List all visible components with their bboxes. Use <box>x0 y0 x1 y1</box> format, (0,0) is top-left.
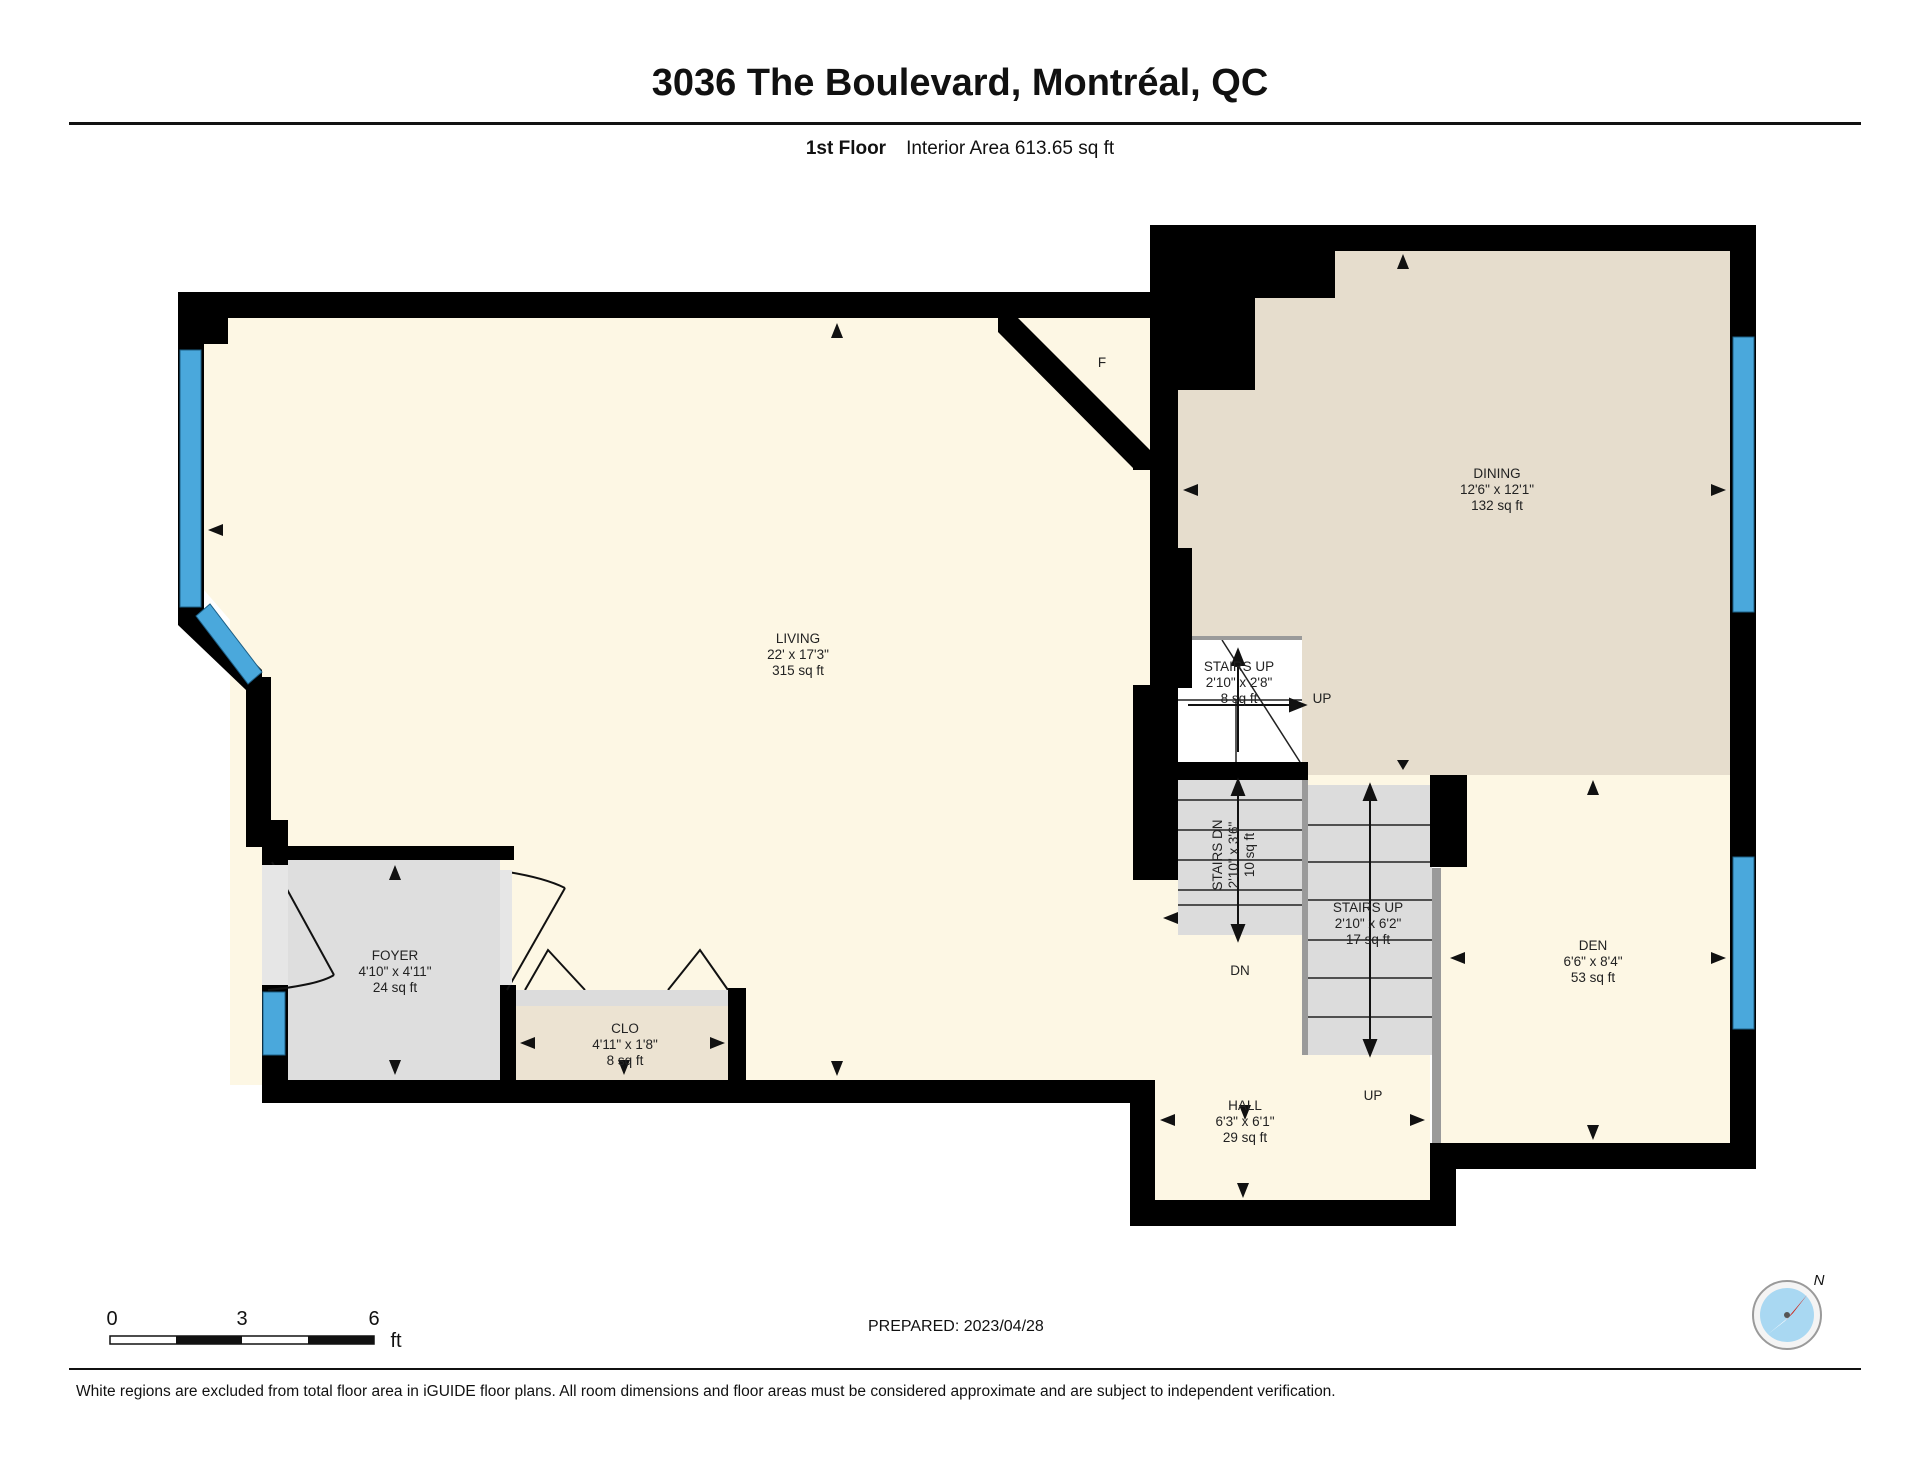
scale-tick-3: 3 <box>236 1308 247 1330</box>
dimension-arrows <box>208 254 1726 1198</box>
den-dims: 6'6" x 8'4" <box>1563 954 1622 969</box>
prepared-date: PREPARED: 2023/04/28 <box>868 1318 1044 1335</box>
den-area-text: 53 sq ft <box>1571 970 1616 985</box>
stairs-up-top-name: STAIRS UP <box>1204 659 1274 674</box>
scale-tick-6: 6 <box>368 1308 379 1330</box>
hall-area-text: 29 sq ft <box>1223 1130 1268 1145</box>
stairs-dn-name: STAIRS DN <box>1210 819 1225 890</box>
clo-door-left <box>524 948 586 991</box>
dining-name: DINING <box>1473 466 1520 481</box>
interior-area: Interior Area 613.65 sq ft <box>906 138 1115 159</box>
window-dining-east <box>1732 336 1755 613</box>
footer-divider <box>69 1368 1861 1370</box>
stairs-dn-area <box>1178 780 1302 935</box>
compass-icon: N <box>1752 1272 1825 1350</box>
foyer-door-jamb <box>500 870 512 985</box>
stairs-up-main-area-text: 17 sq ft <box>1346 932 1391 947</box>
compass-north-label: N <box>1814 1272 1825 1289</box>
windows <box>179 336 1755 1056</box>
stairs-up-main-direction: UP <box>1364 1088 1383 1103</box>
scale-tick-0: 0 <box>106 1308 117 1330</box>
door-entry-swing <box>267 974 335 991</box>
foyer-area-text: 24 sq ft <box>373 980 418 995</box>
dining-area <box>1175 250 1730 775</box>
foyer-name: FOYER <box>372 948 419 963</box>
dining-dims: 12'6" x 12'1" <box>1460 482 1534 497</box>
floor-label: 1st Floor <box>805 138 887 159</box>
stairs-up-main-name: STAIRS UP <box>1333 900 1403 915</box>
living-name: LIVING <box>776 631 820 646</box>
clo-threshold <box>516 990 728 1006</box>
stairs-dn-dims: 2'10" x 3'6" <box>1226 822 1241 889</box>
clo-dims: 4'11" x 1'8" <box>592 1037 658 1052</box>
stairs-dn-label: STAIRS DN 2'10" x 3'6" 10 sq ft <box>1210 819 1257 890</box>
clo-name: CLO <box>611 1021 639 1036</box>
door-foyer-leaf <box>506 887 566 991</box>
stair-rail-2 <box>1432 868 1441 1143</box>
window-living-bay <box>195 603 263 685</box>
entry-door-jamb <box>262 865 288 985</box>
door-foyer-swing <box>507 871 566 889</box>
header-divider <box>69 122 1861 125</box>
disclaimer-text: White regions are excluded from total fl… <box>76 1383 1336 1400</box>
plan-title: 3036 The Boulevard, Montréal, QC <box>651 62 1269 104</box>
stairs-dn-area-text: 10 sq ft <box>1242 833 1257 878</box>
clo-area-text: 8 sq ft <box>607 1053 644 1068</box>
stair-rail-3 <box>1178 636 1302 640</box>
floor-subtitle: 1st Floor Interior Area 613.65 sq ft <box>0 138 1920 160</box>
stair-rail <box>1302 780 1308 1055</box>
scale-bar: 0 3 6 ft <box>106 1308 402 1352</box>
floor-fills <box>204 250 1730 1200</box>
stairs-up-top-direction: UP <box>1313 691 1332 706</box>
scale-unit: ft <box>390 1330 402 1352</box>
window-foyer <box>262 991 286 1056</box>
stairs-up-top-area-text: 8 sq ft <box>1221 691 1258 706</box>
foyer-area <box>285 858 500 1080</box>
window-den-east <box>1732 856 1755 1030</box>
den-area <box>1440 775 1730 1143</box>
walls <box>178 225 1756 1226</box>
hall-name: HALL <box>1228 1098 1262 1113</box>
stair-treads <box>1178 639 1432 1018</box>
room-labels: LIVING 22' x 17'3" 315 sq ft DINING 12'6… <box>358 355 1622 1145</box>
clo-door-right <box>667 948 729 991</box>
window-living-west <box>179 349 202 608</box>
living-dims: 22' x 17'3" <box>767 647 829 662</box>
fireplace-label: F <box>1098 355 1106 370</box>
den-name: DEN <box>1579 938 1608 953</box>
stairs-up-main-dims: 2'10" x 6'2" <box>1335 916 1402 931</box>
stair-arrows <box>1188 647 1378 1058</box>
dining-area-text: 132 sq ft <box>1471 498 1523 513</box>
stairs-up-top-dims: 2'10" x 2'8" <box>1206 675 1273 690</box>
living-area-text: 315 sq ft <box>772 663 824 678</box>
stairs-dn-direction: DN <box>1230 963 1250 978</box>
foyer-dims: 4'10" x 4'11" <box>358 964 431 979</box>
hall-dims: 6'3" x 6'1" <box>1215 1114 1274 1129</box>
